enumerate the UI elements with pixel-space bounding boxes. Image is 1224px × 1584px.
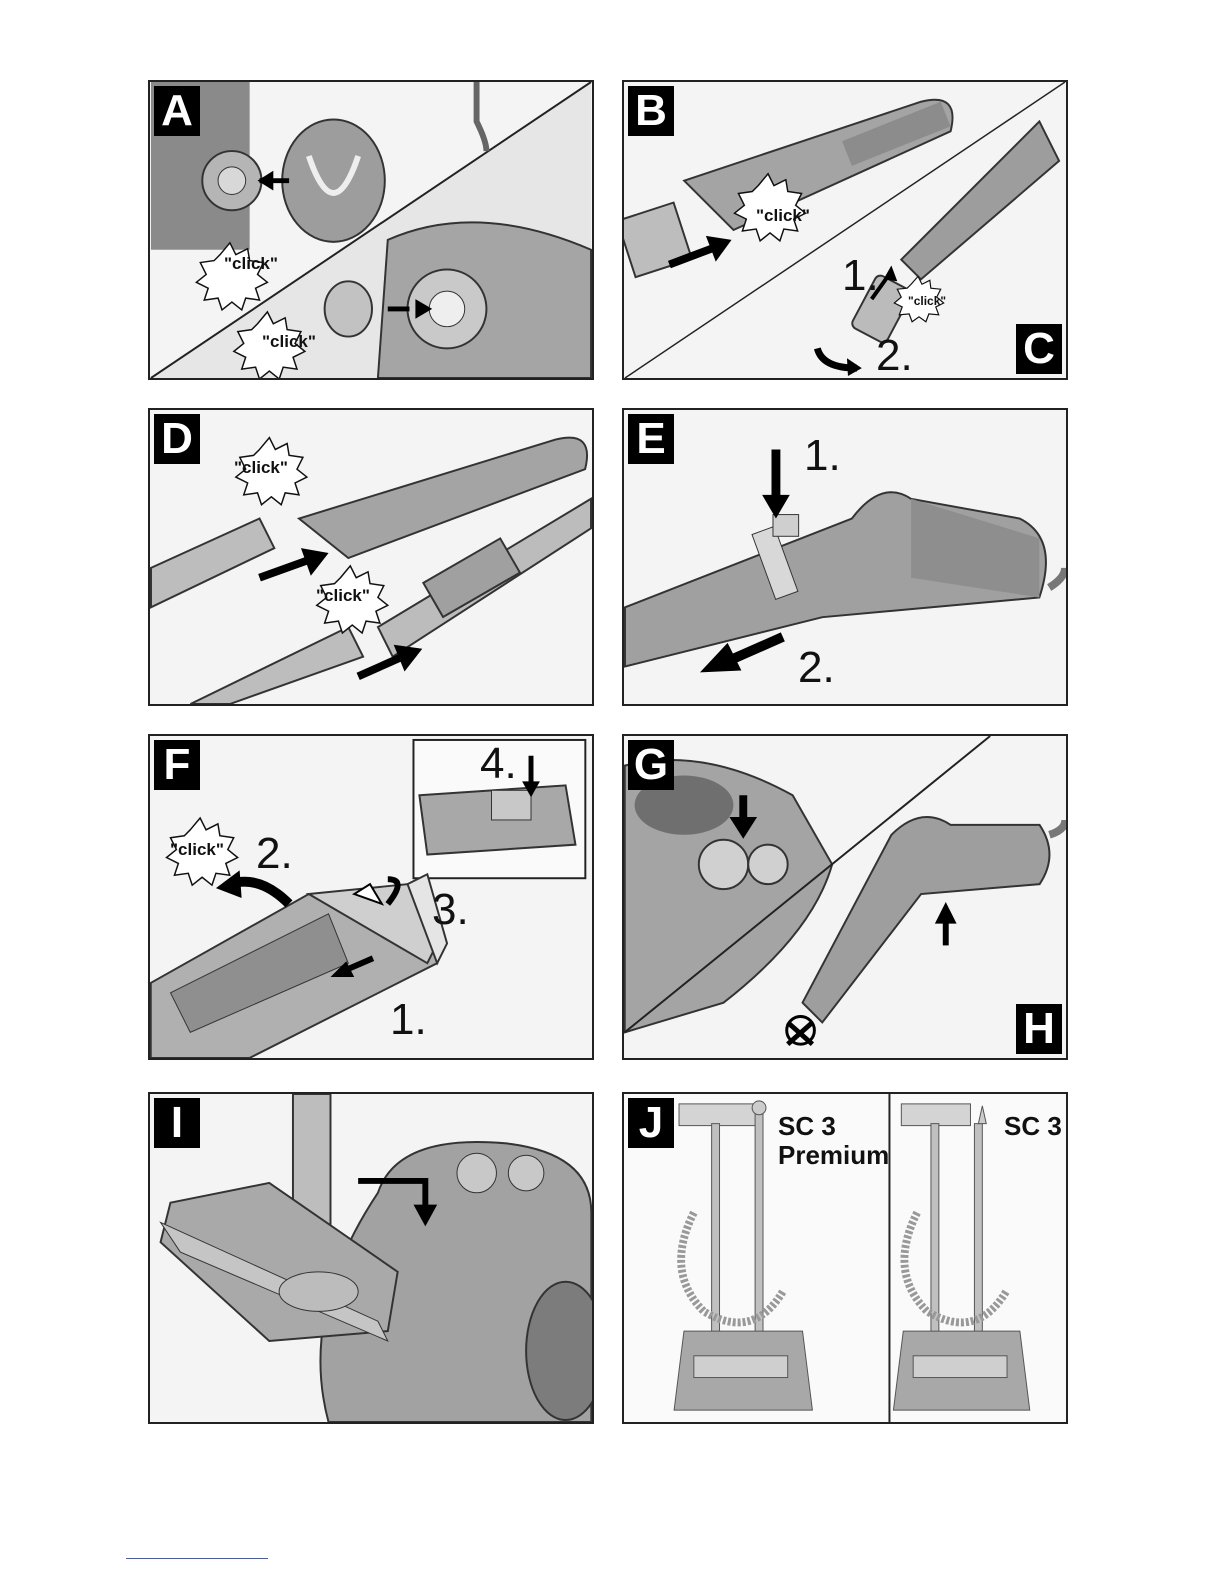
- panel-e: E 1. 2.: [622, 408, 1068, 706]
- panel-gh-illustration: [624, 736, 1066, 1058]
- panel-bc-illustration: [624, 82, 1066, 378]
- panel-f-illustration: [150, 736, 592, 1058]
- step-label-c1: 1.: [842, 254, 879, 298]
- panel-letter-a: A: [154, 86, 200, 136]
- panel-e-illustration: [624, 410, 1066, 704]
- panel-a-illustration: [150, 82, 592, 378]
- click-label-d2: "click": [316, 586, 370, 606]
- panel-letter-d: D: [154, 414, 200, 464]
- step-label-e2: 2.: [798, 646, 835, 690]
- panel-letter-i: I: [154, 1098, 200, 1148]
- click-label-a1: "click": [224, 254, 278, 274]
- panel-letter-j: J: [628, 1098, 674, 1148]
- panel-f: F "click" 1. 2. 3. 4.: [148, 734, 594, 1060]
- footer-link-line: [126, 1558, 268, 1559]
- click-label-b: "click": [756, 206, 810, 226]
- click-label-d1: "click": [234, 458, 288, 478]
- click-label-a2: "click": [262, 332, 316, 352]
- panel-gh: G H: [622, 734, 1068, 1060]
- panel-d: D "click" "click": [148, 408, 594, 706]
- panel-letter-e: E: [628, 414, 674, 464]
- panel-j: J SC 3 Premium SC 3: [622, 1092, 1068, 1424]
- model-label-premium: SC 3 Premium: [778, 1112, 889, 1169]
- click-label-f: "click": [170, 840, 224, 860]
- step-label-e1: 1.: [804, 434, 841, 478]
- step-label-f2: 2.: [256, 832, 293, 876]
- panel-bc: B C "click" "click" 1. 2.: [622, 80, 1068, 380]
- panel-d-illustration: [150, 410, 592, 704]
- panel-a: A "click" "click": [148, 80, 594, 380]
- step-label-f4: 4.: [480, 742, 517, 786]
- panel-i-illustration: [150, 1094, 592, 1422]
- model-label-premium-line1: SC 3: [778, 1112, 889, 1141]
- model-label-standard: SC 3: [1004, 1112, 1062, 1141]
- panel-letter-h: H: [1016, 1004, 1062, 1054]
- step-label-f3: 3.: [432, 888, 469, 932]
- model-label-premium-line2: Premium: [778, 1141, 889, 1170]
- panel-letter-b: B: [628, 86, 674, 136]
- step-label-c2: 2.: [876, 334, 913, 378]
- panel-letter-g: G: [628, 740, 674, 790]
- click-label-c: "click": [908, 294, 946, 308]
- panel-letter-c: C: [1016, 324, 1062, 374]
- panel-i: I: [148, 1092, 594, 1424]
- step-label-f1: 1.: [390, 998, 427, 1042]
- panel-letter-f: F: [154, 740, 200, 790]
